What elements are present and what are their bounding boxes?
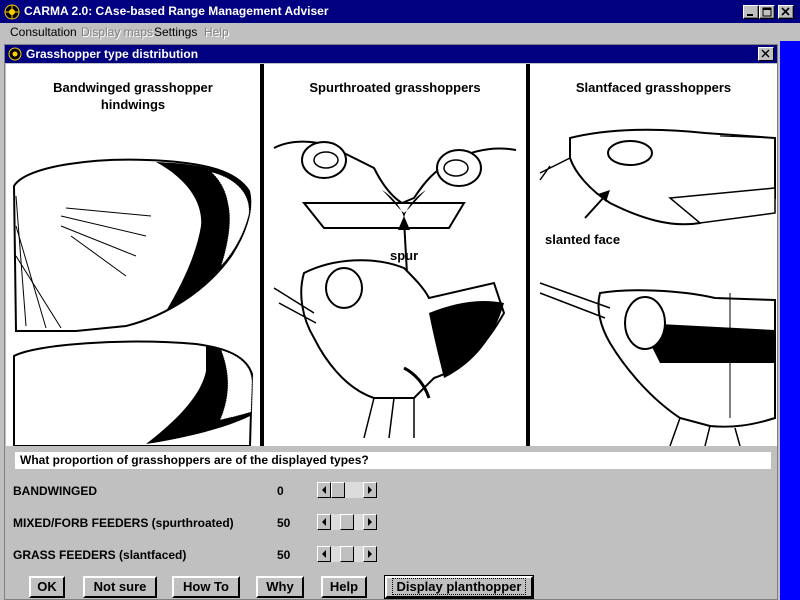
spur-annotation: spur — [390, 248, 419, 263]
spurthroated-panel: Spurthroated grasshoppers spur — [264, 64, 526, 446]
mdi-client-area: Grasshopper type distribution Bandwinged… — [0, 41, 800, 600]
illustration-area: Bandwinged grasshopper hindwings — [6, 64, 777, 446]
spurthroated-label: MIXED/FORB FEEDERS (spurthroated) — [13, 516, 234, 530]
slantfaced-slider-track[interactable] — [331, 546, 363, 562]
panel-divider-2 — [526, 64, 530, 446]
bandwinged-decrease-button[interactable] — [317, 482, 331, 498]
maximize-icon — [762, 7, 772, 17]
arrow-left-icon — [322, 486, 326, 494]
slantfaced-increase-button[interactable] — [363, 546, 377, 562]
slantfaced-value: 50 — [277, 548, 291, 562]
dialog-logo-icon — [8, 47, 22, 61]
spurthroated-value: 50 — [277, 516, 291, 530]
slantfaced-illustration — [539, 128, 776, 446]
arrow-left-icon — [322, 518, 326, 526]
spurthroated-title: Spurthroated grasshoppers — [309, 80, 481, 95]
maximize-button[interactable] — [759, 5, 775, 19]
slantfaced-slider-thumb[interactable] — [340, 546, 354, 562]
spurthroated-slider-track[interactable] — [331, 514, 363, 530]
arrow-right-icon — [368, 486, 372, 494]
spurthroated-illustration — [273, 140, 517, 438]
menu-help[interactable]: Help — [204, 25, 229, 39]
row-spurthroated: MIXED/FORB FEEDERS (spurthroated) 50 — [13, 513, 393, 533]
question-text: What proportion of grasshoppers are of t… — [20, 453, 369, 467]
row-bandwinged: BANDWINGED 0 — [13, 481, 393, 501]
window-title: CARMA 2.0: CAse-based Range Management A… — [24, 4, 329, 18]
bandwinged-slider-thumb[interactable] — [331, 482, 345, 498]
menu-display-maps[interactable]: Display maps — [81, 25, 154, 39]
bandwinged-label: BANDWINGED — [13, 484, 97, 498]
bandwinged-slider-track[interactable] — [331, 482, 363, 498]
bandwinged-increase-button[interactable] — [363, 482, 377, 498]
spurthroated-decrease-button[interactable] — [317, 514, 331, 530]
bandwinged-panel: Bandwinged grasshopper hindwings — [6, 64, 260, 446]
slantfaced-title: Slantfaced grasshoppers — [575, 80, 732, 95]
slanted-face-annotation: slanted face — [545, 232, 621, 247]
menu-bar: Consultation Display maps Settings Help — [0, 23, 800, 41]
slantfaced-slider[interactable] — [317, 546, 377, 562]
bandwinged-value: 0 — [277, 484, 284, 498]
slantfaced-panel: Slantfaced grasshoppers slanted face — [530, 64, 777, 446]
minimize-button[interactable] — [743, 5, 759, 19]
not-sure-button[interactable]: Not sure — [83, 576, 157, 598]
minimize-icon — [747, 14, 753, 16]
dialog-close-button[interactable] — [758, 47, 774, 61]
menu-consultation[interactable]: Consultation — [10, 25, 77, 39]
spurthroated-slider-thumb[interactable] — [340, 514, 354, 530]
spurthroated-increase-button[interactable] — [363, 514, 377, 530]
arrow-right-icon — [368, 550, 372, 558]
how-to-button[interactable]: How To — [172, 576, 240, 598]
title-bar[interactable]: CARMA 2.0: CAse-based Range Management A… — [0, 0, 800, 23]
bandwinged-slider[interactable] — [317, 482, 377, 498]
right-scrollbar[interactable] — [780, 41, 800, 600]
app-logo-icon — [4, 4, 20, 20]
row-slantfaced: GRASS FEEDERS (slantfaced) 50 — [13, 545, 393, 565]
slantfaced-decrease-button[interactable] — [317, 546, 331, 562]
bandwinged-title-line2: hindwings — [100, 97, 166, 112]
question-box: What proportion of grasshoppers are of t… — [15, 452, 771, 469]
help-button[interactable]: Help — [321, 576, 367, 598]
close-icon — [781, 7, 790, 16]
grasshopper-dialog: Grasshopper type distribution Bandwinged… — [4, 44, 778, 600]
close-button[interactable] — [778, 5, 794, 19]
ok-button[interactable]: OK — [29, 576, 65, 598]
arrow-left-icon — [322, 550, 326, 558]
display-planthopper-button[interactable]: Display planthopper — [384, 575, 534, 599]
why-button[interactable]: Why — [256, 576, 304, 598]
arrow-right-icon — [368, 518, 372, 526]
slantfaced-label: GRASS FEEDERS (slantfaced) — [13, 548, 187, 562]
dialog-title: Grasshopper type distribution — [26, 47, 199, 61]
bandwinged-title-line1: Bandwinged grasshopper — [53, 80, 213, 95]
dialog-title-bar[interactable]: Grasshopper type distribution — [5, 45, 777, 63]
bandwinged-hindwings-illustration — [12, 158, 254, 446]
panel-divider-1 — [260, 64, 264, 446]
close-icon — [761, 49, 770, 58]
display-planthopper-label: Display planthopper — [391, 578, 527, 595]
spurthroated-slider[interactable] — [317, 514, 377, 530]
menu-settings[interactable]: Settings — [154, 25, 198, 39]
